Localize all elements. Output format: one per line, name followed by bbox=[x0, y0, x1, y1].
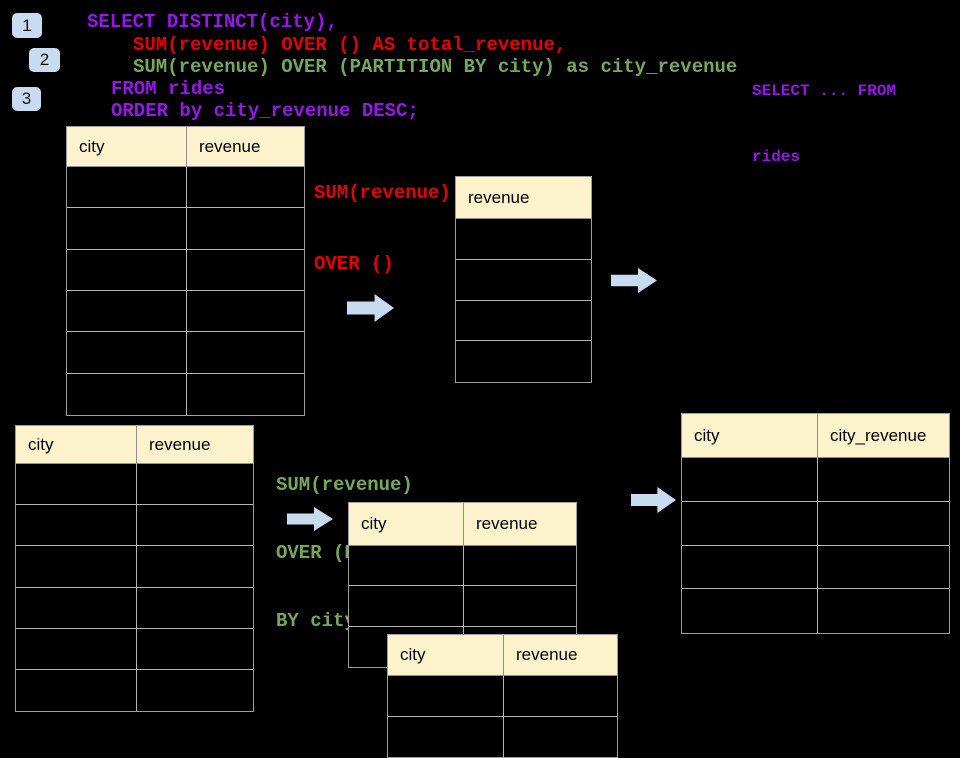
total-revenue-result-table: revenue bbox=[455, 176, 592, 383]
column-header-city-revenue: city_revenue bbox=[818, 414, 949, 458]
column-header-city: city bbox=[67, 127, 187, 167]
sql-line-sum-over: SUM(revenue) OVER () AS total_revenue, bbox=[133, 34, 567, 56]
table-cell bbox=[464, 546, 576, 587]
table-cell bbox=[16, 464, 137, 506]
right-arrow-icon bbox=[611, 268, 657, 293]
step-badge-3: 3 bbox=[12, 87, 41, 111]
table-cell bbox=[16, 587, 137, 629]
table-cell bbox=[187, 167, 304, 209]
table-cell bbox=[456, 301, 591, 342]
table-cell bbox=[504, 717, 617, 758]
table-cell bbox=[137, 670, 253, 711]
table-cell bbox=[456, 260, 591, 301]
partition-table-overlay: city revenue bbox=[387, 634, 618, 758]
table-cell bbox=[16, 505, 137, 547]
side-note-line-2: rides bbox=[752, 148, 801, 166]
column-header-city: city bbox=[388, 635, 504, 676]
source-table-top: city revenue bbox=[66, 126, 305, 416]
source-table-bottom: city revenue bbox=[15, 425, 254, 712]
sql-line-sum-partition: SUM(revenue) OVER (PARTITION BY city) as… bbox=[133, 56, 738, 78]
table-cell bbox=[67, 290, 187, 333]
column-header-revenue: revenue bbox=[187, 127, 304, 167]
table-cell bbox=[464, 586, 576, 627]
column-header-revenue: revenue bbox=[504, 635, 617, 676]
table-cell bbox=[349, 546, 464, 587]
table-cell bbox=[682, 589, 818, 633]
table-cell bbox=[187, 374, 304, 415]
table-cell bbox=[67, 332, 187, 374]
column-header-city: city bbox=[682, 414, 818, 458]
table-cell bbox=[818, 458, 949, 502]
table-cell bbox=[682, 458, 818, 502]
table-cell bbox=[349, 586, 464, 627]
table-cell bbox=[187, 208, 304, 250]
table-cell bbox=[137, 505, 253, 547]
total-revenue-annotation: SUM(revenue) OVER () bbox=[314, 136, 451, 300]
table-cell bbox=[137, 629, 253, 670]
table-cell bbox=[818, 502, 949, 546]
table-cell bbox=[137, 546, 253, 588]
total-revenue-annotation-line-2: OVER () bbox=[314, 253, 394, 275]
table-cell bbox=[818, 546, 949, 590]
partition-annotation-line-1: SUM(revenue) bbox=[276, 474, 413, 496]
table-cell bbox=[16, 669, 137, 711]
table-cell bbox=[137, 588, 253, 629]
sql-line-from: FROM rides bbox=[111, 78, 226, 100]
table-cell bbox=[818, 589, 949, 633]
table-cell bbox=[16, 628, 137, 670]
table-cell bbox=[682, 545, 818, 590]
column-header-revenue: revenue bbox=[456, 177, 591, 219]
table-cell bbox=[67, 167, 187, 209]
right-arrow-icon bbox=[631, 487, 676, 513]
right-arrow-icon bbox=[347, 294, 394, 322]
sql-line-order-by: ORDER by city_revenue DESC; bbox=[111, 100, 419, 122]
table-cell bbox=[187, 250, 304, 291]
table-cell bbox=[456, 341, 591, 382]
table-cell bbox=[388, 717, 504, 758]
side-note: SELECT ... FROM rides bbox=[752, 36, 896, 190]
table-cell bbox=[187, 291, 304, 333]
side-note-line-1: SELECT ... FROM bbox=[752, 82, 897, 100]
step-badge-2: 2 bbox=[29, 48, 60, 72]
column-header-city: city bbox=[349, 503, 464, 546]
table-cell bbox=[16, 546, 137, 588]
table-cell bbox=[456, 219, 591, 260]
table-cell bbox=[682, 501, 818, 546]
table-cell bbox=[67, 208, 187, 250]
right-arrow-icon bbox=[287, 507, 333, 531]
total-revenue-annotation-line-1: SUM(revenue) bbox=[314, 182, 451, 204]
sql-line-select: SELECT DISTINCT(city), bbox=[87, 11, 338, 33]
column-header-revenue: revenue bbox=[137, 426, 253, 464]
table-cell bbox=[67, 249, 187, 291]
table-cell bbox=[137, 464, 253, 506]
partition-result-table: city city_revenue bbox=[681, 413, 950, 634]
column-header-revenue: revenue bbox=[464, 503, 576, 546]
table-cell bbox=[67, 373, 187, 415]
table-cell bbox=[187, 332, 304, 374]
step-badge-1: 1 bbox=[12, 13, 42, 38]
table-cell bbox=[388, 676, 504, 717]
column-header-city: city bbox=[16, 426, 137, 464]
table-cell bbox=[504, 676, 617, 717]
